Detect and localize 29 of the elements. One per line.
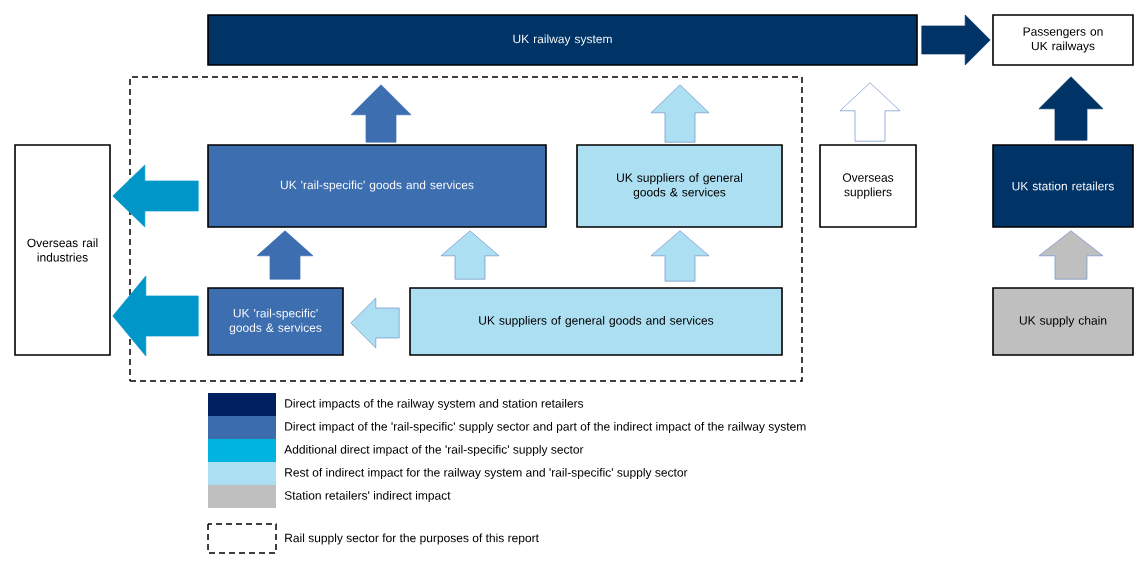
legend-label: Direct impact of the 'rail-specific' supply sector and part of the indirect impact of the railway system [285, 421, 806, 434]
legend-label: Rail supply sector for the purposes of this report [285, 533, 539, 545]
process-box: UK station retailers [992, 144, 1134, 228]
block-arrow [921, 14, 991, 66]
block-arrow [256, 230, 314, 280]
process-box: UK 'rail-specific' goods and services [207, 144, 547, 228]
block-arrow [650, 84, 710, 143]
block-arrow [112, 275, 199, 357]
legend-label: Rest of indirect impact for the railway system and 'rail-specific' supply sector [285, 467, 688, 480]
block-arrow [839, 82, 901, 142]
process-box: UK supply chain [992, 287, 1134, 356]
process-box: Passengers on UK railways [992, 14, 1134, 66]
block-arrow [1038, 230, 1104, 280]
process-box: UK railway system [207, 14, 918, 66]
block-arrow [350, 84, 412, 143]
process-box: Overseas suppliers [819, 144, 917, 228]
legend-label: Additional direct impact of the 'rail-specific' supply sector [284, 444, 584, 457]
dashed-frame [129, 76, 803, 382]
process-box: UK suppliers of general goods & services [576, 144, 783, 228]
block-arrow [112, 164, 199, 228]
process-box: UK 'rail-specific' goods & services [207, 287, 344, 356]
process-box: UK suppliers of general goods and services [409, 287, 783, 356]
process-box: Overseas rail industries [14, 144, 111, 356]
legend-label: Direct impacts of the railway system and station retailers [285, 398, 584, 411]
block-arrow [650, 230, 710, 282]
block-arrow [350, 297, 400, 349]
block-arrow [440, 230, 500, 280]
block-arrow [1038, 76, 1104, 141]
legend-label: Station retailers' indirect impact [284, 490, 451, 503]
